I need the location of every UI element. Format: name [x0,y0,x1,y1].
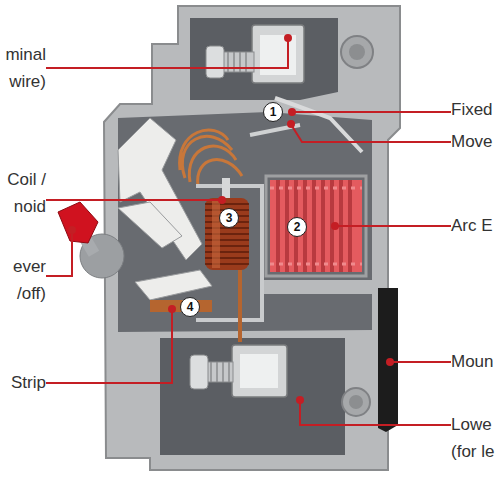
coil [205,198,249,270]
lower-terminal-face [240,354,278,388]
part-label: Arc E [451,212,497,239]
main-cavity [118,112,372,332]
part-label: Moun [451,348,497,375]
part-label: Strip [0,369,46,396]
lower-cavity [160,338,345,455]
part-label: Fixed [451,96,497,123]
leader-dot [288,108,296,116]
part-label: Lowe (for le [451,411,497,465]
leader-dot [284,34,292,42]
part-label: ever /off) [0,253,46,307]
leader-dots [68,34,394,404]
magnetic-frame [196,186,262,320]
leader-dot [331,222,339,230]
leader-line [335,225,451,227]
leader-dot [386,358,394,366]
housing-wall [262,280,372,294]
lever-mechanism [118,118,202,260]
leader-dot [218,196,226,204]
leader-line [46,232,72,276]
lower-screw-thread [205,362,233,382]
lever-knob [58,202,98,243]
upper-screw-head [206,46,224,78]
coil-wire [238,270,242,342]
mounting-hole [341,36,373,68]
braided-wire [180,130,242,186]
fixed-contact [275,98,362,152]
coil-windings [205,204,249,264]
leader-line [46,199,222,201]
trip-lever [135,270,212,300]
callout-number: 3 [226,212,233,224]
leader-line [292,126,451,142]
leader-dot [168,305,176,313]
latch-part [118,202,182,248]
upper-cavity [190,18,338,100]
leader-dot [287,120,295,128]
callout-circle: 2 [287,217,307,237]
screw-thread-lines [211,362,229,382]
callout-circle: 3 [219,208,239,228]
leader-line [46,312,172,383]
callout-number: 4 [187,301,194,313]
upper-terminal-block [252,25,304,83]
part-label: minal wire) [0,41,46,95]
part-label: Move [451,128,497,155]
callout-circle: 1 [263,102,283,122]
part-label: Coil / noid [0,166,46,220]
mounting-hole-inner [349,44,365,60]
leader-line [292,111,451,113]
leader-line [390,361,451,363]
mounting-hole-inner [349,395,363,409]
mounting-hole [342,388,370,416]
mounting-clip [378,288,398,432]
leader-line [300,402,451,425]
coil-highlight [212,200,220,268]
breaker-housing [104,6,400,470]
lower-screw-head [190,355,208,389]
callout-number: 1 [270,106,277,118]
leader-dot [296,396,304,404]
leader-lines [46,40,451,425]
leader-line [46,40,288,68]
leader-dot [68,226,76,234]
callout-number: 2 [294,221,301,233]
lower-terminal-block [232,345,287,397]
callout-circle: 4 [180,297,200,317]
